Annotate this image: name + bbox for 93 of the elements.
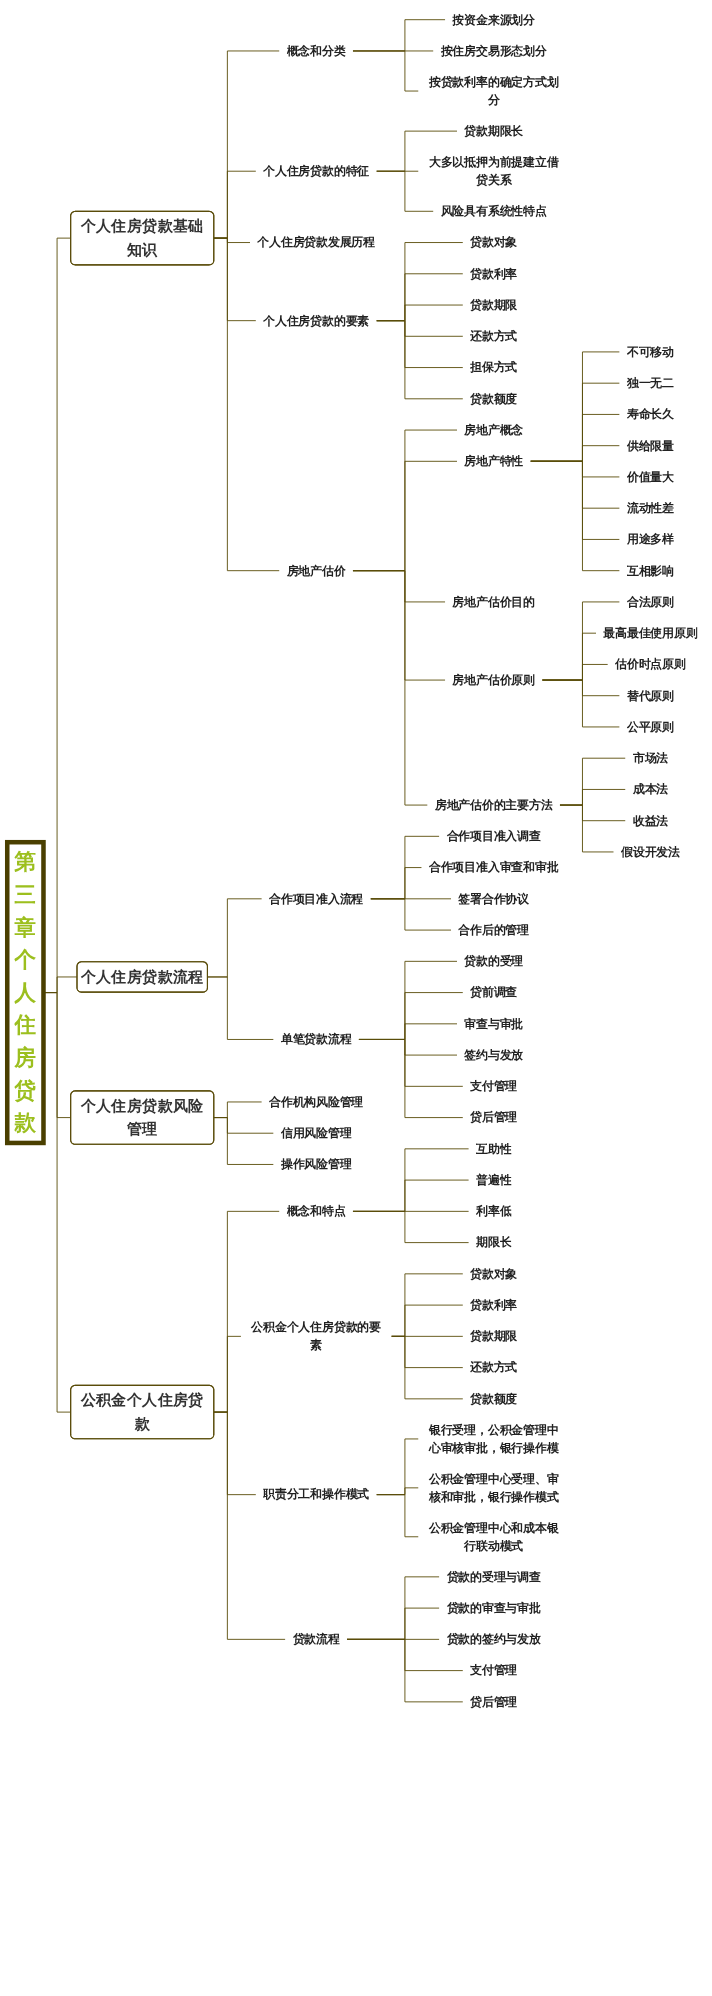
node-text: 公积金管理中心和成本银行联动模式 (428, 1520, 559, 1553)
node-text: 流动性差 (626, 501, 674, 515)
node-text: 市场法 (632, 751, 669, 765)
node-text: 贷款对象 (470, 235, 518, 250)
node-text: 贷款利率 (470, 1298, 518, 1312)
connector (375, 1494, 419, 1538)
node-text: 替代原则 (626, 688, 674, 703)
node-text: 用途多样 (626, 532, 674, 546)
node-text: 贷款额度 (470, 1391, 518, 1406)
connector (352, 50, 419, 92)
node-text: 合作项目准入流程 (269, 891, 364, 906)
node-text: 房地产估价的主要方法 (434, 798, 553, 812)
node-text: 单笔贷款流程 (280, 1032, 352, 1047)
node-text: 担保方式 (470, 360, 518, 375)
node-text: 支付管理 (470, 1079, 518, 1093)
node-text: 房地产估价 (286, 563, 346, 578)
node-text: 概念和特点 (286, 1204, 346, 1218)
node-text: 合法原则 (626, 594, 674, 609)
node-text: 价值量大 (626, 469, 674, 484)
connector (375, 320, 464, 400)
node-text: 还款方式 (470, 1360, 518, 1375)
node-text: 互助性 (476, 1141, 512, 1156)
node-text: 房地产估价原则 (452, 673, 535, 687)
node-text: 互相影响 (626, 563, 674, 578)
node-text: 个人住房贷款发展历程 (257, 235, 376, 250)
connector (346, 1638, 464, 1703)
node-text: 供给限量 (626, 438, 674, 453)
node-text: 贷款的签约与发放 (446, 1632, 541, 1646)
node-text: 普遍性 (476, 1173, 512, 1187)
node-text: 房地产特性 (464, 454, 524, 468)
node-text: 合作后的管理 (458, 923, 530, 937)
node-text: 银行受理，公积金管理中心审核审批，银行操作模 (428, 1423, 559, 1455)
connector (375, 170, 434, 212)
node-text: 大多以抵押为前提建立借贷关系 (428, 155, 559, 187)
node-text: 房地产概念 (464, 423, 524, 437)
node-text: 期限长 (476, 1235, 512, 1250)
node-text: 职责分工和操作模式 (263, 1487, 370, 1502)
node-text: 贷后管理 (470, 1110, 518, 1125)
node-text: 独一无二 (626, 376, 674, 390)
node-text: 签约与发放 (464, 1048, 524, 1062)
connector (370, 898, 452, 931)
node-text: 公平原则 (626, 719, 674, 734)
node-text: 不可移动 (626, 344, 674, 359)
node-text: 按贷款利率的确定方式划分 (428, 75, 559, 107)
connector (213, 1117, 275, 1165)
connector (559, 804, 615, 853)
node-text: 个人住房贷款的特征 (263, 164, 370, 178)
node-text: 还款方式 (470, 329, 518, 343)
connector (390, 1335, 464, 1400)
connector (358, 1039, 464, 1119)
node-text: 公积金管理中心受理、审核和审批，银行操作模式 (428, 1472, 559, 1504)
node-text: 贷款流程 (292, 1632, 340, 1646)
node-text: 贷前调查 (470, 985, 518, 1000)
connector (541, 679, 621, 728)
node-text: 贷款对象 (470, 1266, 518, 1281)
node-text: 贷款期限 (470, 1329, 518, 1343)
node-text: 贷款期限 (470, 298, 518, 312)
node-text: 支付管理 (470, 1663, 518, 1678)
node-text: 贷款的受理与调查 (446, 1569, 541, 1584)
node-text: 最高最佳使用原则 (603, 626, 698, 640)
node-text: 收益法 (632, 813, 669, 828)
node-text: 寿命长久 (626, 407, 674, 421)
node-text: 签署合作协议 (458, 891, 530, 906)
connector (207, 976, 275, 1040)
node-text: 贷款的受理 (464, 954, 524, 968)
node-text: 贷款利率 (470, 266, 518, 281)
node-text: 合作项目准入审查和审批 (428, 860, 559, 875)
connector (352, 1210, 470, 1244)
node-text: 操作风险管理 (280, 1157, 352, 1172)
node-text: 按住房交易形态划分 (440, 43, 547, 58)
node-text: 信用风险管理 (280, 1126, 352, 1140)
node-text: 合作项目准入调查 (446, 829, 541, 843)
node-text: 估价时点原则 (615, 657, 686, 672)
node-text: 按资金来源划分 (452, 12, 535, 27)
connector (213, 237, 280, 572)
connector (213, 1411, 286, 1640)
node-text: 假设开发法 (620, 844, 680, 859)
node-text: 利率低 (476, 1204, 512, 1218)
node-text: 合作机构风险管理 (269, 1094, 364, 1109)
node-text: 审查与审批 (464, 1016, 524, 1031)
node-text: 概念和分类 (286, 43, 346, 58)
node-text: 公积金个人住房贷款的要素 (251, 1320, 381, 1352)
connector (352, 570, 428, 806)
node-text: 贷款期限长 (464, 124, 524, 138)
node-text: 贷款额度 (470, 391, 518, 406)
node-text: 房地产估价目的 (452, 594, 535, 609)
node-text: 贷后管理 (470, 1694, 518, 1709)
node-text: 成本法 (632, 782, 669, 797)
node-box: 第三章个人住房贷款 (5, 839, 46, 1146)
node-text: 贷款的审查与审批 (446, 1601, 541, 1615)
node-text: 个人住房贷款的要素 (263, 313, 370, 328)
connector (529, 460, 621, 572)
node-text: 风险具有系统性特点 (440, 204, 547, 218)
